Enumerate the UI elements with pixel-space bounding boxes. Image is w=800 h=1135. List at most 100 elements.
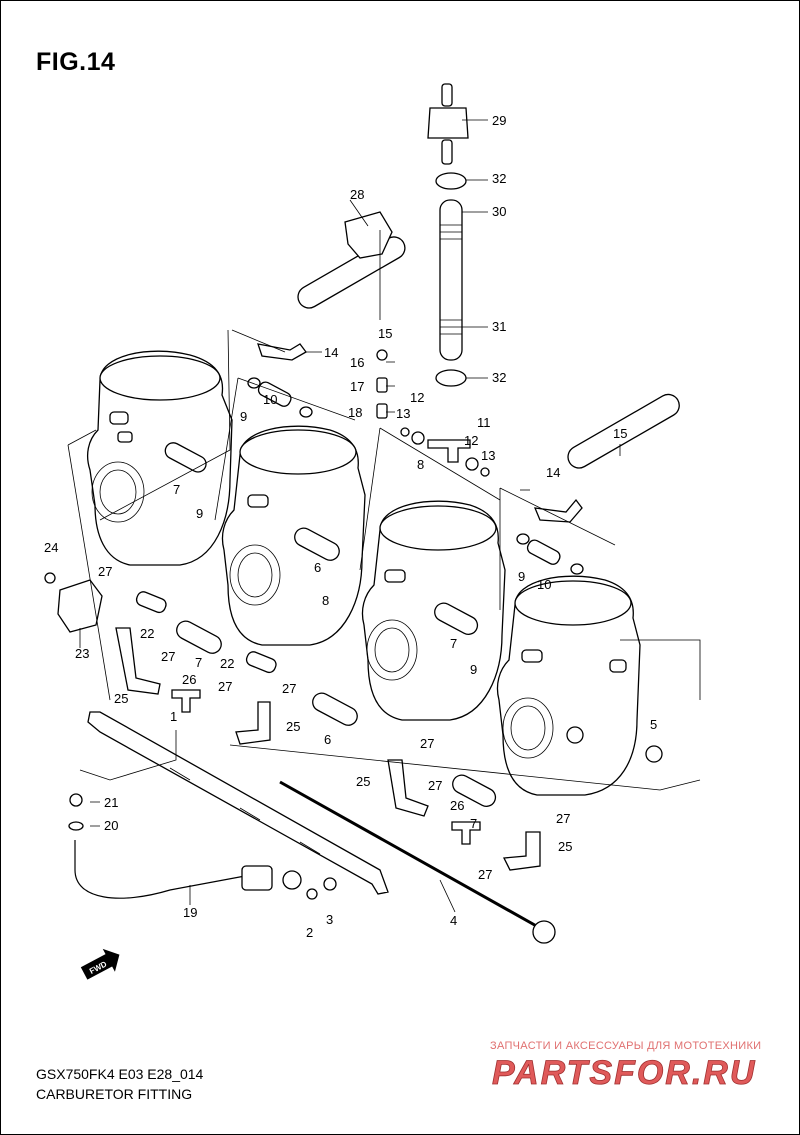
hose-pieces — [164, 442, 497, 807]
washer-3 — [323, 877, 337, 891]
callout-7-d: 7 — [470, 816, 477, 831]
forward-arrow-icon: FWD — [80, 948, 120, 980]
watermark-logo: PARTSFOR.RU — [492, 1054, 756, 1092]
callout-8-top: 8 — [417, 457, 424, 472]
callout-28: 28 — [350, 187, 364, 202]
callout-6-b: 6 — [324, 732, 331, 747]
callout-numbers: 29 32 30 28 15 31 14 16 32 17 18 13 12 1… — [44, 113, 657, 940]
carburetor-body-4 — [496, 575, 641, 796]
callout-19: 19 — [183, 905, 197, 920]
callout-22-a: 22 — [140, 626, 154, 641]
callout-11: 11 — [477, 415, 491, 430]
callout-27-f: 27 — [428, 778, 442, 793]
callout-10-a: 10 — [263, 392, 277, 407]
callout-24: 24 — [44, 540, 58, 555]
callout-32-top: 32 — [492, 171, 506, 186]
callout-7-a: 7 — [173, 482, 180, 497]
callout-31: 31 — [492, 319, 506, 334]
bracket-plate-1 — [87, 711, 389, 895]
rod-nut-4 — [532, 920, 556, 944]
joint-26-a — [171, 689, 201, 713]
t-joint-11 — [427, 439, 471, 463]
o-ring-10-d — [570, 563, 584, 575]
screw-2 — [306, 888, 318, 900]
callout-25-c: 25 — [356, 774, 370, 789]
callout-21: 21 — [104, 795, 118, 810]
callout-9-c: 9 — [518, 569, 525, 584]
vent-hose-15-right — [567, 393, 680, 469]
cap-5 — [645, 745, 663, 763]
callout-27-b: 27 — [161, 649, 175, 664]
callout-17: 17 — [350, 379, 364, 394]
callout-8-mid: 8 — [322, 593, 329, 608]
callout-10-b: 10 — [537, 577, 551, 592]
leader-lines — [67, 119, 701, 913]
callout-20: 20 — [104, 818, 118, 833]
cap-13-left — [400, 427, 410, 437]
figure-title: FIG.14 — [36, 48, 116, 76]
callout-13-right: 13 — [481, 448, 495, 463]
sensor-23 — [57, 579, 103, 633]
callout-27-h: 27 — [478, 867, 492, 882]
callout-27-d: 27 — [282, 681, 296, 696]
callout-14-left: 14 — [324, 345, 338, 360]
callout-3: 3 — [326, 912, 333, 927]
spring-21 — [69, 793, 83, 807]
elbow-hose-25-d — [502, 831, 541, 871]
callout-18: 18 — [348, 405, 362, 420]
callout-9-b: 9 — [196, 506, 203, 521]
callout-27-a: 27 — [98, 564, 112, 579]
choke-cable-19 — [74, 840, 246, 899]
hose-ribs-31 — [440, 224, 462, 335]
spring-17 — [376, 377, 388, 393]
plate-slots — [169, 767, 321, 855]
clamp-32-bottom — [435, 369, 467, 387]
callout-4: 4 — [450, 913, 457, 928]
cap-13-right — [480, 467, 490, 477]
callout-27-g: 27 — [556, 811, 570, 826]
spring-22-b — [245, 651, 277, 674]
callout-27-c: 27 — [218, 679, 232, 694]
callout-29: 29 — [492, 113, 506, 128]
model-code: GSX750FK4 E03 E28_014 — [36, 1066, 204, 1082]
screw-24 — [44, 572, 56, 584]
fuel-filter-29 — [427, 83, 469, 165]
carburetor-body-2 — [221, 425, 366, 646]
throttle-rod-4 — [279, 780, 541, 930]
cable-holder-19 — [241, 865, 273, 891]
spring-18 — [376, 403, 388, 419]
elbow-hose-25-b — [235, 701, 271, 745]
callout-2: 2 — [306, 925, 313, 940]
callout-15-left: 15 — [378, 326, 392, 341]
callout-25-d: 25 — [558, 839, 572, 854]
callout-25-a: 25 — [114, 691, 128, 706]
spring-22-a — [135, 591, 167, 614]
callout-16: 16 — [350, 355, 364, 370]
screw-16 — [376, 349, 388, 361]
elbow-hose-25-c — [387, 759, 429, 817]
callout-14-right: 14 — [546, 465, 560, 480]
callout-5: 5 — [650, 717, 657, 732]
callout-32-bottom: 32 — [492, 370, 506, 385]
svg-text:PARTSFOR.RU: PARTSFOR.RU — [492, 1054, 756, 1092]
callout-12-right: 12 — [464, 433, 478, 448]
callout-22-b: 22 — [220, 656, 234, 671]
callout-12-top: 12 — [410, 390, 424, 405]
cap-12-right — [465, 457, 479, 471]
callout-1: 1 — [170, 709, 177, 724]
clamp-32-top — [435, 172, 467, 190]
callout-15-right: 15 — [613, 426, 627, 441]
callout-30: 30 — [492, 204, 506, 219]
joint-26-b — [451, 821, 481, 845]
fuel-hose-30 — [439, 199, 463, 361]
o-ring-10-c — [516, 533, 530, 545]
callout-9-a: 9 — [240, 409, 247, 424]
section-name: CARBURETOR FITTING — [36, 1086, 193, 1102]
elbow-hose-25-a — [115, 627, 161, 695]
carburetor-body-3 — [361, 500, 506, 721]
joint-10-b — [526, 539, 561, 565]
o-ring-10-b — [299, 406, 313, 418]
callout-26-b: 26 — [450, 798, 464, 813]
callout-25-b: 25 — [286, 719, 300, 734]
